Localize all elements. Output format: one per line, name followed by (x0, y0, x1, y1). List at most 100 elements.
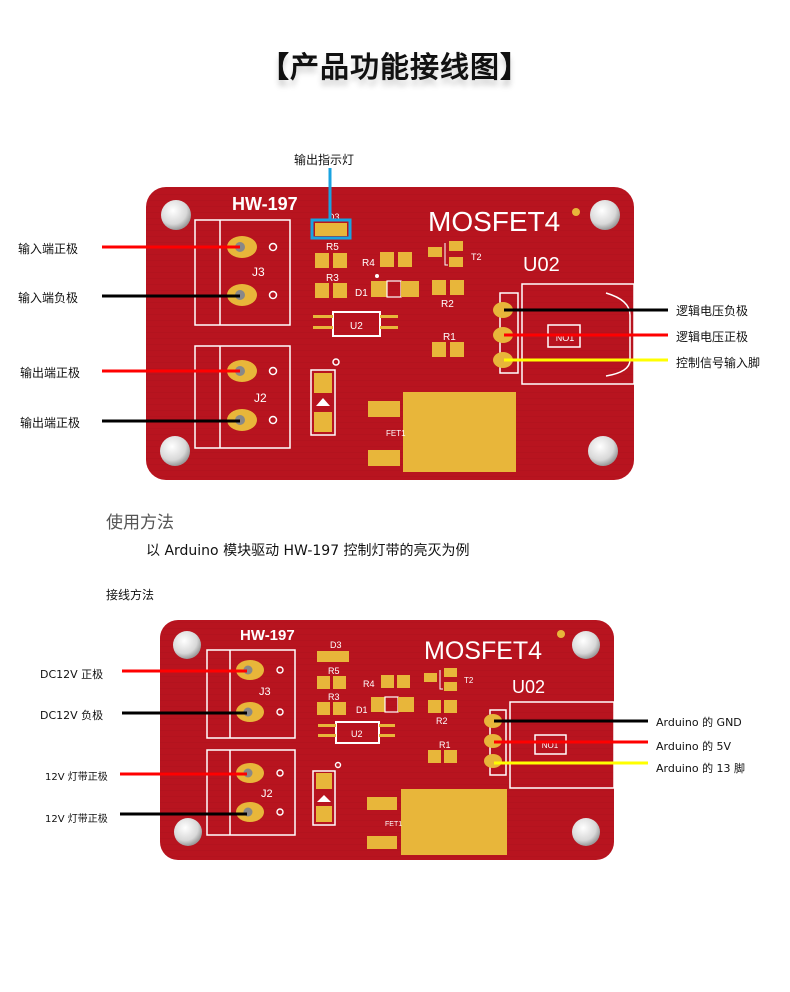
silkscreen-label: NO1 (542, 741, 559, 750)
silkscreen-label: D1 (355, 288, 368, 299)
pcb-element (276, 769, 284, 777)
pcb-element (368, 401, 400, 417)
pcb-element (316, 773, 332, 789)
module-id-label: U02 (523, 254, 560, 276)
pcb-element (444, 750, 457, 763)
board-brand-label: MOSFET4 (428, 206, 560, 237)
pcb-element (450, 280, 464, 295)
mounting-hole (572, 631, 600, 659)
silkscreen-label: J3 (259, 686, 271, 698)
pcb-element (317, 702, 330, 715)
pcb-element (318, 724, 336, 727)
label-input-positive: 输入端正极 (18, 242, 79, 256)
pcb-element (398, 697, 414, 712)
pcb-element (332, 358, 340, 366)
silkscreen-label: R4 (362, 258, 375, 269)
silkscreen-label: D1 (356, 705, 368, 715)
label-led-strip-negative: 12V 灯带正极 (45, 814, 108, 825)
pcb-element (444, 668, 457, 677)
board2-diagram: HW-197 MOSFET4 U02 J3 J2 D3 R5 R4 R3 D1 … (120, 620, 648, 860)
mounting-hole (161, 200, 191, 230)
pcb-element (318, 734, 336, 737)
pcb-element (449, 257, 463, 267)
pcb-element (206, 749, 296, 836)
silkscreen-label: T2 (471, 252, 482, 262)
pcb-element (534, 734, 567, 755)
pcb-element (276, 708, 284, 716)
pcb-element (312, 770, 336, 826)
terminal-j3-label: J3 (252, 265, 265, 279)
wiring-heading: 接线方法 (106, 588, 155, 602)
mounting-hole (160, 436, 190, 466)
pcb-element (484, 754, 502, 768)
usage-description: 以 Arduino 模块驱动 HW-197 控制灯带的亮灭为例 (146, 543, 470, 559)
label-control-signal: 控制信号输入脚 (676, 356, 761, 370)
silkscreen-label: D3 (330, 640, 342, 650)
pcb-element (398, 252, 412, 267)
pcb-element (317, 651, 349, 662)
label-arduino-5v: Arduino 的 5V (656, 740, 732, 753)
pcb-element (317, 795, 331, 802)
pcb-element (206, 649, 296, 739)
label-logic-negative: 逻辑电压负极 (676, 304, 749, 318)
pcb-element (316, 398, 330, 406)
label-arduino-gnd: Arduino 的 GND (656, 716, 742, 729)
pcb-element (379, 734, 395, 737)
pcb-element (379, 724, 395, 727)
pcb-element (276, 808, 284, 816)
pcb-element (268, 366, 278, 376)
mounting-hole (173, 631, 201, 659)
terminal-j2-label: J2 (254, 391, 267, 405)
pcb-element (380, 315, 398, 318)
diode-d1 (371, 281, 387, 297)
silkscreen-label: NO1 (556, 333, 575, 343)
pcb-element (333, 253, 347, 268)
label-output-negative: 输出端正极 (20, 416, 81, 430)
pcb-element (381, 675, 394, 688)
pcb-element (333, 283, 347, 298)
label-led-strip-positive: 12V 灯带正极 (45, 772, 108, 783)
pcb-element (314, 412, 332, 432)
label-input-negative: 输入端负极 (18, 291, 79, 305)
pcb-element (313, 315, 333, 318)
optocoupler-u2 (332, 311, 381, 337)
resistor-r5 (315, 253, 329, 268)
pcb-element (605, 292, 631, 377)
resistor-r3 (315, 283, 329, 298)
pcb-element (268, 290, 278, 300)
brand-dot-icon (572, 208, 580, 216)
pcb-element (334, 761, 342, 769)
pcb-element (317, 676, 330, 689)
pcb-element (367, 836, 397, 849)
resistor-r2 (432, 280, 446, 295)
pcb-element (444, 682, 457, 691)
pcb-element (509, 701, 615, 789)
pcb-element (194, 345, 291, 449)
mounting-hole (590, 200, 620, 230)
led-d3 (315, 223, 347, 236)
silkscreen-label: T2 (464, 676, 474, 685)
silkscreen-label: J2 (261, 788, 273, 800)
pcb-element (439, 670, 443, 690)
pcb-element (484, 714, 502, 728)
label-logic-positive: 逻辑电压正极 (676, 330, 749, 344)
pcb-element (314, 373, 332, 393)
transistor-t2 (428, 247, 442, 257)
pcb-element (444, 700, 457, 713)
module-id-label: U02 (512, 677, 545, 697)
callout-output-indicator: 输出指示灯 (294, 153, 355, 167)
pcb-element (401, 281, 419, 297)
pcb-element (557, 630, 565, 638)
silkscreen-label: R3 (326, 273, 339, 284)
silkscreen-label: R2 (436, 716, 448, 726)
pcb-element (333, 676, 346, 689)
pcb-element (268, 242, 278, 252)
pcb-element (368, 450, 400, 466)
silkscreen-label: R5 (326, 242, 339, 253)
resistor-r4 (380, 252, 394, 267)
pcb-element (484, 734, 502, 748)
pcb-element (375, 274, 379, 278)
silkscreen-label: R3 (328, 692, 340, 702)
board1-diagram: HW-197 MOSFET4 U02 J3 J2 D3 R5 R4 R3 D1 … (102, 168, 668, 480)
board-model-label: HW-197 (240, 627, 295, 644)
